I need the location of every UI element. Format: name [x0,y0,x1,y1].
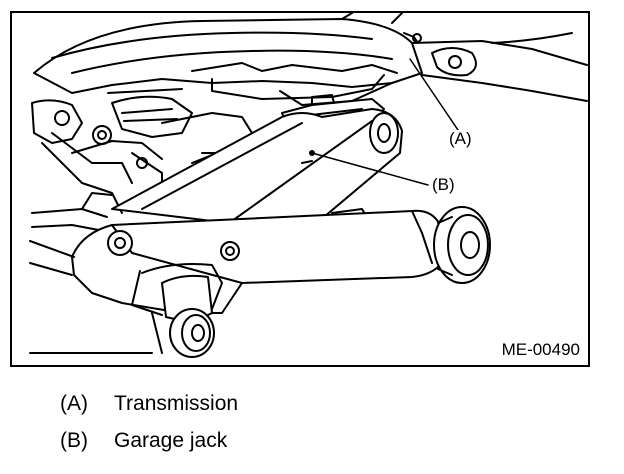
legend-key-b: (B) [60,429,88,452]
jack-rear-wheel [433,206,491,284]
transmission-housing [33,13,588,106]
garage-jack-illustration [29,13,588,358]
legend-text-b: Garage jack [114,429,228,452]
callout-b-leader [311,152,429,186]
callout-label-a: (A) [448,129,473,148]
figure-frame: (A) (B) ME-00490 [10,11,590,367]
callout-label-b: (B) [431,175,456,194]
legend-text-a: Transmission [114,392,239,415]
legend-item-b: (B) Garage jack [60,429,480,466]
figure-code: ME-00490 [499,340,582,359]
callout-b-dot [309,150,315,156]
jack-front-caster [151,274,215,358]
legend: (A) Transmission (B) Garage jack [60,392,480,466]
legend-item-a: (A) Transmission [60,392,480,429]
legend-key-a: (A) [60,392,88,415]
callout-a-leader [409,58,461,134]
jack-lift-arm [111,108,403,228]
jack-frame [29,209,443,316]
